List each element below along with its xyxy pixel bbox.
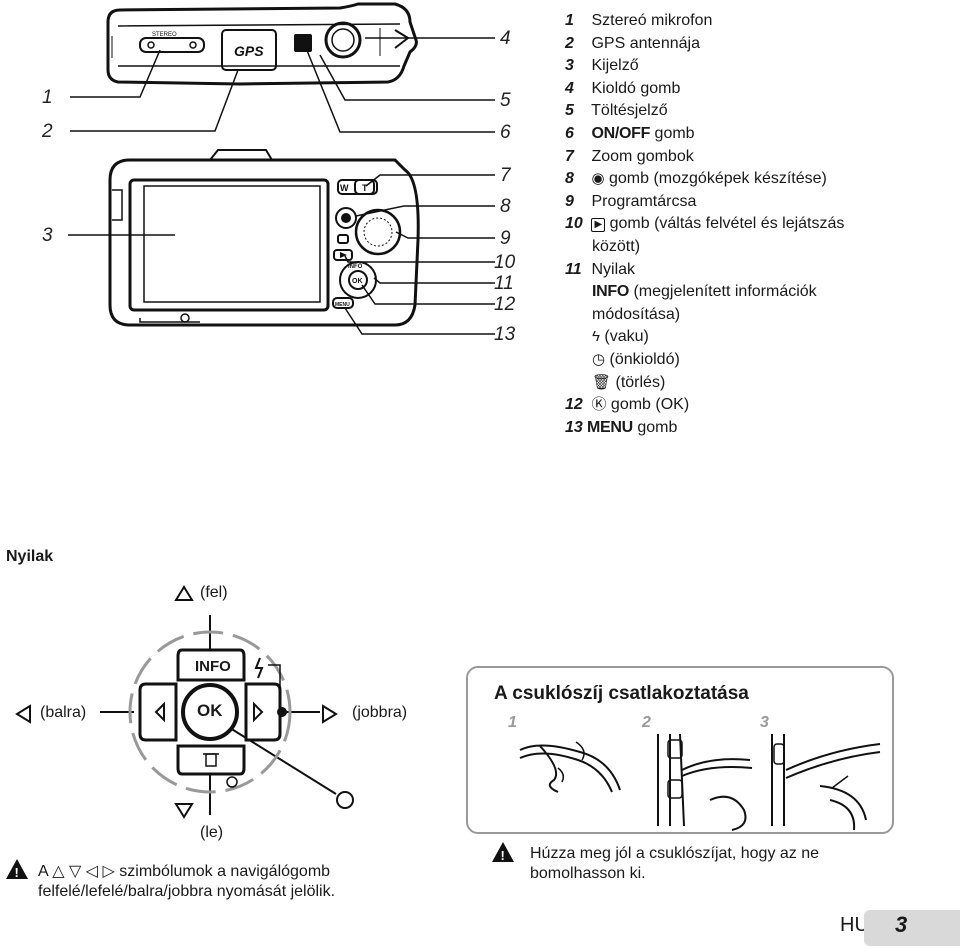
camera-top-view xyxy=(106,2,418,86)
arrow-sub-info-cont: módosítása) xyxy=(592,305,681,323)
label-left: (balra) xyxy=(40,704,87,721)
label-down: (le) xyxy=(200,824,224,841)
arrow-pad-diagram xyxy=(15,585,354,819)
self-timer-icon: ◷ xyxy=(592,350,606,368)
parts-list: 1 Sztereó mikrofon 2 GPS antennája 3 Kij… xyxy=(565,10,955,439)
callout-2: 2 xyxy=(42,121,53,142)
svg-text:!: ! xyxy=(501,848,505,863)
strap-title: A csuklószíj csatlakoztatása xyxy=(494,683,749,704)
ok-icon: Ⓚ xyxy=(591,396,607,414)
strap-panel xyxy=(466,666,894,834)
arrow-sub-selftimer: ◷ (önkioldó) xyxy=(565,349,955,372)
direction-triangles-icon: △ ▽ ◁ ▷ xyxy=(52,863,115,880)
part-row-12: 12 Ⓚ gomb (OK) xyxy=(565,394,955,417)
part-row-9: 9 Programtárcsa xyxy=(565,192,697,210)
note-left: A △ ▽ ◁ ▷ szimbólumok a navigálógomb fel… xyxy=(38,863,336,900)
callout-1: 1 xyxy=(42,87,53,108)
note-right: Húzza meg jól a csuklószíjat, hogy az ne… xyxy=(530,845,820,882)
left-triangle-icon xyxy=(15,704,31,724)
part-row-6: 6 ON/OFF gomb xyxy=(565,124,695,142)
up-triangle-icon xyxy=(174,585,194,601)
callout-13: 13 xyxy=(494,324,516,345)
part-row-5: 5 Töltésjelző xyxy=(565,102,668,120)
callout-9: 9 xyxy=(500,228,511,249)
pad-menu-label: MENU xyxy=(335,302,350,308)
strap-illustrations xyxy=(519,733,881,831)
callout-6: 6 xyxy=(500,122,511,143)
warning-icon-2: ! xyxy=(492,842,514,863)
part-row-2: 2 GPS antennája xyxy=(565,34,700,52)
camera-diagram: STEREO GPS W T INFO OK MENU xyxy=(68,2,495,335)
language-code: HU xyxy=(840,914,869,936)
arrow-sub-info: INFO (megjelenített információk xyxy=(592,283,817,301)
label-up: (fel) xyxy=(200,584,228,601)
pad-ok-text: OK xyxy=(197,701,223,720)
zoom-wide-label: W xyxy=(340,183,349,193)
stereo-label: STEREO xyxy=(152,32,177,38)
ok-circle-icon xyxy=(336,791,354,809)
part-row-7: 7 Zoom gombok xyxy=(565,147,694,165)
part-row-4: 4 Kioldó gomb xyxy=(565,79,681,97)
callout-10: 10 xyxy=(494,252,516,273)
part-row-11: 11 Nyilak xyxy=(565,260,636,278)
down-triangle-icon xyxy=(174,803,194,819)
part-row-1: 1 Sztereó mikrofon xyxy=(565,12,713,29)
playback-icon: ▶ xyxy=(591,218,606,233)
right-triangle-icon xyxy=(322,704,338,724)
part-row-3: 3 Kijelző xyxy=(565,57,639,75)
callout-7: 7 xyxy=(500,165,511,186)
page-number: 3 xyxy=(895,912,908,937)
movie-record-icon: ◉ xyxy=(591,170,605,188)
part-row-10: 10 ▶ gomb (váltás felvétel és lejátszás xyxy=(565,215,845,233)
gps-label: GPS xyxy=(234,43,264,59)
nyilak-title: Nyilak xyxy=(6,548,54,565)
callout-4: 4 xyxy=(500,28,511,49)
strap-step-2: 2 xyxy=(642,714,651,731)
arrow-sub-flash: ϟ (vaku) xyxy=(565,326,955,349)
zoom-tele-label: T xyxy=(362,183,368,193)
callout-5: 5 xyxy=(500,90,511,111)
pad-ok-label: OK xyxy=(352,278,363,285)
leader-lines xyxy=(68,37,495,335)
trash-icon: 🗑 xyxy=(592,373,612,391)
label-right: (jobbra) xyxy=(352,704,408,721)
callout-12: 12 xyxy=(494,294,516,315)
warning-icon: ! xyxy=(6,859,28,880)
camera-back-view xyxy=(108,149,420,327)
callout-8: 8 xyxy=(500,196,511,217)
part-row-8: 8 ◉ gomb (mozgóképek készítése) xyxy=(565,168,955,191)
callout-3: 3 xyxy=(42,225,53,246)
strap-step-1: 1 xyxy=(508,714,517,731)
page-number-box xyxy=(864,910,960,946)
part-row-10-cont: között) xyxy=(592,237,641,255)
pad-info-label: INFO xyxy=(348,264,363,270)
callout-11: 11 xyxy=(494,273,514,294)
svg-text:!: ! xyxy=(15,865,19,880)
pad-info-text: INFO xyxy=(195,658,231,675)
flash-icon: ϟ xyxy=(592,328,600,346)
strap-step-3: 3 xyxy=(760,714,769,731)
arrow-sub-delete: 🗑 (törlés) xyxy=(565,372,955,395)
